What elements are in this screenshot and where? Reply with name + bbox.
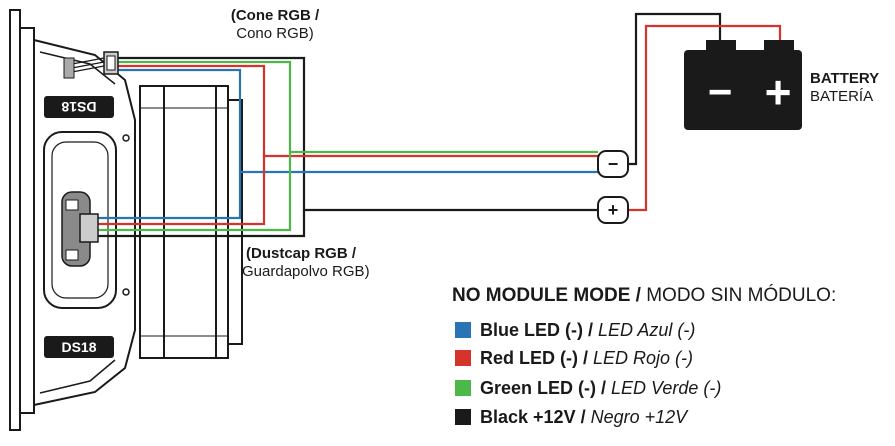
battery-label-title: BATTERY (810, 70, 880, 87)
legend-title-bold: NO MODULE MODE / (452, 285, 641, 306)
svg-text:DS18: DS18 (61, 99, 96, 115)
wire-dustcap-black (98, 210, 306, 238)
dustcap-label-subtitle: Guardapolvo RGB) (242, 263, 370, 280)
legend-item-red: Red LED (-) / LED Rojo (-) (455, 348, 693, 370)
blue-swatch (455, 322, 471, 338)
positive-connector: + (597, 196, 629, 224)
legend-item-blue: Blue LED (-) / LED Azul (-) (455, 320, 695, 342)
green-swatch (455, 380, 471, 396)
dustcap-label: (Dustcap RGB / Guardapolvo RGB) (242, 245, 370, 281)
dustcap-label-title: (Dustcap RGB / (246, 245, 357, 262)
cone-label-subtitle: Cono RGB) (236, 25, 314, 42)
legend-item-label: Blue LED (-) / (480, 320, 593, 340)
svg-text:DS18: DS18 (61, 339, 96, 355)
battery-label-subtitle: BATERÍA (810, 88, 874, 105)
wire-blue (118, 68, 598, 174)
svg-text:−: − (608, 154, 619, 174)
legend-item-green: Green LED (-) / LED Verde (-) (455, 378, 721, 400)
black-swatch (455, 409, 471, 425)
wire-battery-negative (628, 12, 722, 166)
legend-item-translation: Negro +12V (590, 407, 688, 427)
negative-connector: − (597, 150, 629, 178)
legend-item-translation: LED Azul (-) (598, 320, 696, 340)
speaker-profile (9, 9, 243, 431)
battery-icon: − + (684, 40, 802, 130)
wire-red (118, 64, 598, 158)
wire-battery-positive (628, 24, 782, 212)
wire-green (118, 60, 598, 154)
legend-item-label: Red LED (-) / (480, 348, 588, 368)
dustcap-connector (61, 191, 99, 267)
legend-item-black: Black +12V / Negro +12V (455, 407, 687, 429)
cone-label: (Cone RGB / Cono RGB) (215, 7, 335, 43)
svg-text:−: − (708, 68, 733, 115)
svg-text:+: + (765, 66, 792, 118)
wire-dustcap-green (98, 152, 292, 232)
legend-item-label: Green LED (-) / (480, 378, 607, 398)
legend-title-rest: MODO SIN MÓDULO: (646, 285, 837, 306)
wires (98, 12, 782, 238)
legend-item-label: Black +12V / (480, 407, 586, 427)
legend-item-translation: LED Rojo (-) (593, 348, 694, 368)
svg-text:+: + (608, 200, 619, 220)
battery-label: BATTERY BATERÍA (810, 70, 879, 106)
speaker-logo-top: DS18 (44, 96, 114, 118)
wire-black (118, 56, 598, 212)
wire-dustcap-blue (98, 172, 242, 220)
speaker-logo-bottom: DS18 (44, 336, 114, 358)
cone-connector (63, 51, 119, 79)
cone-label-title: (Cone RGB / (230, 7, 320, 24)
wire-dustcap-red (98, 156, 266, 226)
legend-item-translation: LED Verde (-) (611, 378, 722, 398)
legend-title: NO MODULE MODE / MODO SIN MÓDULO: (452, 285, 836, 307)
red-swatch (455, 350, 471, 366)
